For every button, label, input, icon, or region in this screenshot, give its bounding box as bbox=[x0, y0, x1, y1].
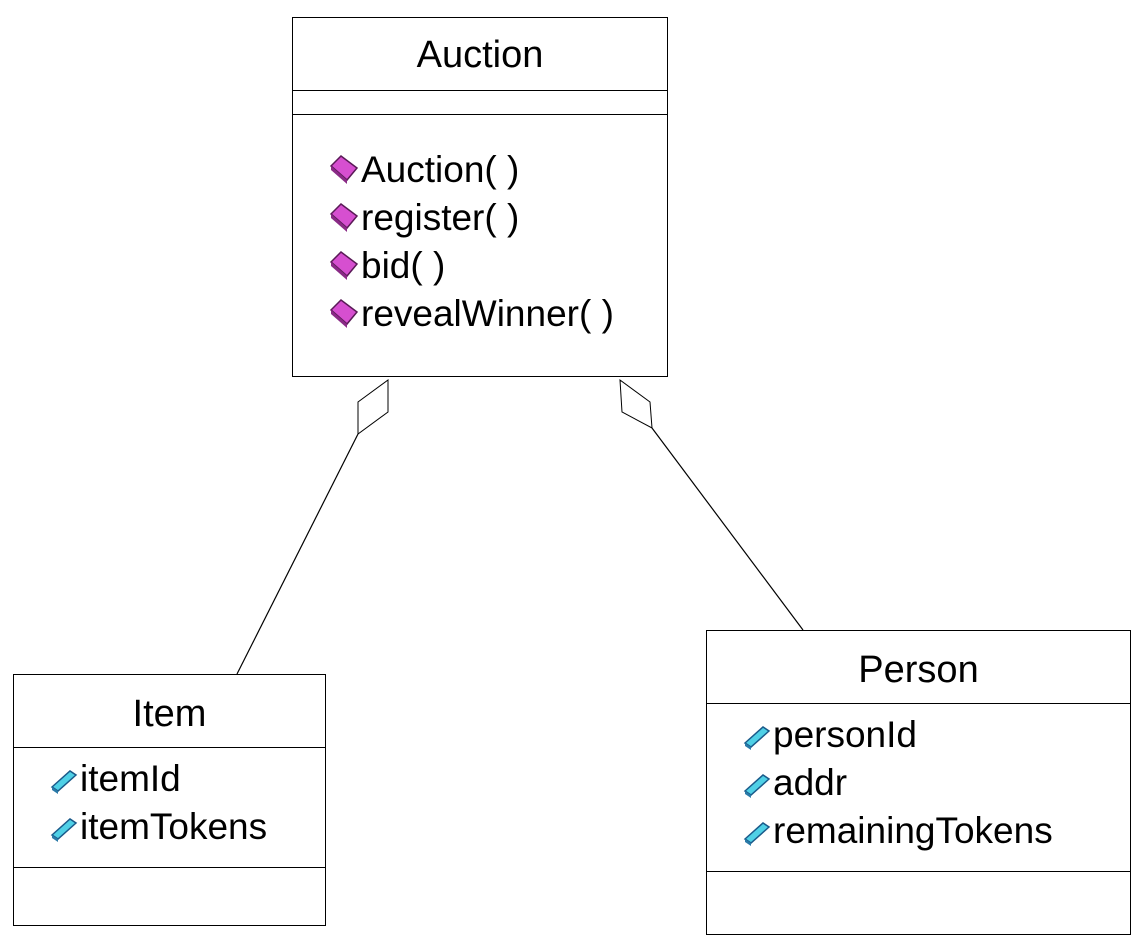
attribute-row[interactable]: addr bbox=[741, 759, 1053, 807]
aggregation-diamond-icon bbox=[619, 378, 653, 429]
attribute-label: itemId bbox=[80, 758, 181, 799]
association-line bbox=[651, 427, 804, 631]
aggregation-auction-item bbox=[236, 379, 389, 675]
attribute-label: personId bbox=[773, 714, 917, 755]
class-item[interactable]: Item itemId itemTokens bbox=[13, 674, 326, 926]
attribute-icon bbox=[743, 822, 771, 846]
operation-row[interactable]: register( ) bbox=[329, 194, 614, 242]
compartment-divider bbox=[293, 114, 667, 115]
association-line bbox=[236, 433, 359, 675]
attribute-label: itemTokens bbox=[80, 806, 268, 847]
attribute-icon bbox=[743, 774, 771, 798]
attribute-icon bbox=[50, 770, 78, 794]
aggregation-auction-person bbox=[619, 378, 804, 631]
operation-label: Auction( ) bbox=[361, 149, 520, 190]
attribute-row[interactable]: itemId bbox=[48, 755, 267, 803]
operation-label: bid( ) bbox=[361, 245, 446, 286]
attribute-icon bbox=[743, 726, 771, 750]
operation-icon bbox=[329, 251, 359, 280]
operation-row[interactable]: revealWinner( ) bbox=[329, 290, 614, 338]
compartment-divider bbox=[14, 867, 325, 868]
class-name: Auction bbox=[416, 34, 544, 76]
operation-label: revealWinner( ) bbox=[361, 293, 614, 334]
class-auction[interactable]: Auction Auction( ) register( ) bid( ) re… bbox=[292, 17, 668, 377]
attribute-row[interactable]: personId bbox=[741, 711, 1053, 759]
attribute-label: addr bbox=[773, 762, 848, 803]
operation-row[interactable]: bid( ) bbox=[329, 242, 614, 290]
compartment-divider bbox=[707, 703, 1130, 704]
operation-icon bbox=[329, 299, 359, 328]
class-person[interactable]: Person personId addr remainingTokens bbox=[706, 630, 1131, 935]
attribute-label: remainingTokens bbox=[773, 810, 1053, 851]
operation-icon bbox=[329, 203, 359, 232]
operation-label: register( ) bbox=[361, 197, 520, 238]
operation-icon bbox=[329, 155, 359, 184]
attribute-icon bbox=[50, 818, 78, 842]
aggregation-diamond-icon bbox=[357, 379, 389, 435]
class-name: Person bbox=[858, 649, 979, 691]
attribute-row[interactable]: itemTokens bbox=[48, 803, 267, 851]
compartment-divider bbox=[707, 871, 1130, 872]
compartment-divider bbox=[293, 90, 667, 91]
attributes-compartment: personId addr remainingTokens bbox=[741, 711, 1053, 855]
operations-compartment: Auction( ) register( ) bid( ) revealWinn… bbox=[329, 146, 614, 338]
attribute-row[interactable]: remainingTokens bbox=[741, 807, 1053, 855]
operation-row[interactable]: Auction( ) bbox=[329, 146, 614, 194]
attributes-compartment: itemId itemTokens bbox=[48, 755, 267, 851]
compartment-divider bbox=[14, 747, 325, 748]
class-name: Item bbox=[132, 693, 207, 735]
